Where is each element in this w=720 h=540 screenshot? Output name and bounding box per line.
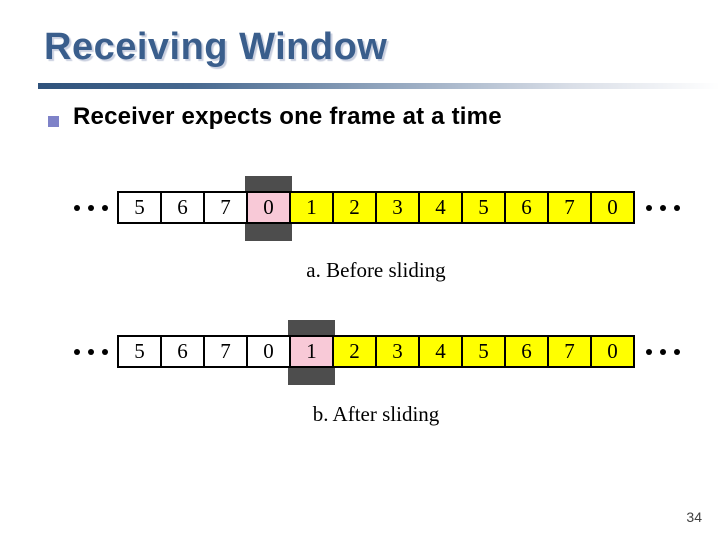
- ellipsis-dot-icon: [74, 204, 80, 211]
- frame-cell: 1: [289, 191, 334, 224]
- ellipsis-dot-icon: [674, 204, 680, 211]
- frame-cell: 7: [203, 191, 248, 224]
- ellipsis-right: [646, 335, 680, 368]
- frame-cell: 4: [418, 191, 463, 224]
- ellipsis-left: [74, 335, 108, 368]
- ellipsis-dot-icon: [88, 204, 94, 211]
- frame-cell: 3: [375, 191, 420, 224]
- frame-cell: 6: [160, 335, 205, 368]
- frame-cell: 5: [117, 191, 162, 224]
- frame-cell: 0: [590, 335, 635, 368]
- frame-cell: 4: [418, 335, 463, 368]
- row-caption: b. After sliding: [312, 402, 440, 426]
- frame-cell: 5: [117, 335, 162, 368]
- page-number: 34: [686, 509, 702, 525]
- frame-cell: 0: [590, 191, 635, 224]
- frame-cell: 6: [504, 335, 549, 368]
- frame-cell: 3: [375, 335, 420, 368]
- row-caption: a. Before sliding: [306, 258, 446, 282]
- bullet-line: Receiver expects one frame at a time: [48, 103, 502, 131]
- frame-cell: 6: [504, 191, 549, 224]
- frame-cell: 0: [246, 191, 291, 224]
- frame-cell: 5: [461, 335, 506, 368]
- bullet-square-icon: [48, 116, 59, 127]
- title-divider: [38, 83, 720, 89]
- ellipsis-dot-icon: [102, 348, 108, 355]
- ellipsis-dot-icon: [660, 348, 666, 355]
- frame-cell: 6: [160, 191, 205, 224]
- bullet-text: Receiver expects one frame at a time: [73, 103, 502, 130]
- ellipsis-dot-icon: [660, 204, 666, 211]
- ellipsis-dot-icon: [102, 204, 108, 211]
- frame-cell: 7: [547, 191, 592, 224]
- frame-cell: 1: [289, 335, 334, 368]
- ellipsis-dot-icon: [646, 204, 652, 211]
- frame-cell: 2: [332, 335, 377, 368]
- page-title: Receiving Window: [44, 26, 388, 68]
- ellipsis-dot-icon: [88, 348, 94, 355]
- ellipsis-dot-icon: [646, 348, 652, 355]
- frame-cell: 7: [547, 335, 592, 368]
- ellipsis-left: [74, 191, 108, 224]
- frame-cell: 0: [246, 335, 291, 368]
- ellipsis-dot-icon: [74, 348, 80, 355]
- frame-cell: 5: [461, 191, 506, 224]
- frame-cell: 7: [203, 335, 248, 368]
- ellipsis-right: [646, 191, 680, 224]
- ellipsis-dot-icon: [674, 348, 680, 355]
- frame-cell: 2: [332, 191, 377, 224]
